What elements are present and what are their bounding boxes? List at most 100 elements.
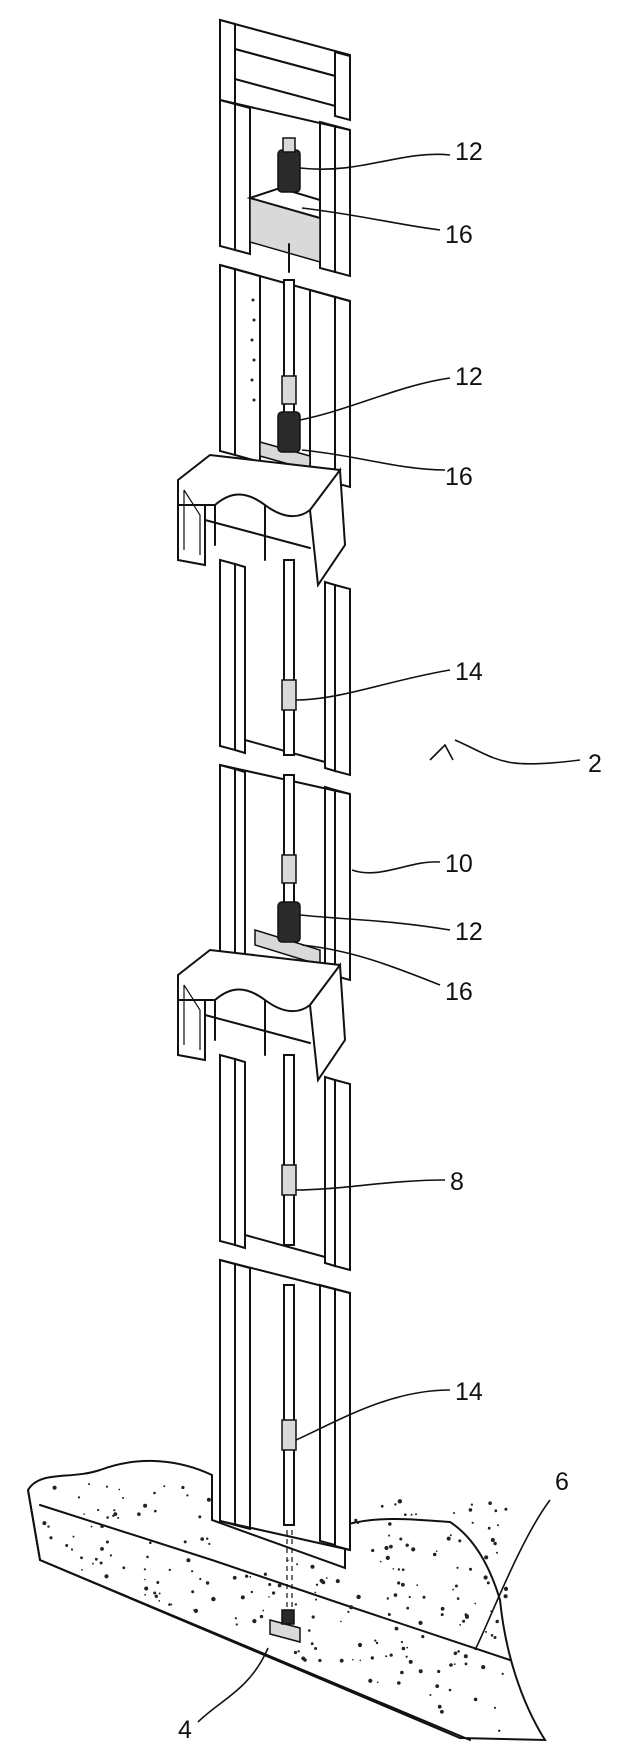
label-ground: 6 (555, 1468, 569, 1496)
concrete-speck (410, 1513, 413, 1516)
concrete-speck (404, 1513, 407, 1516)
concrete-speck (397, 1581, 401, 1585)
concrete-texture (42, 1483, 509, 1733)
concrete-speck (394, 1503, 397, 1506)
panel-module-1 (219, 98, 351, 278)
concrete-speck (435, 1684, 440, 1688)
concrete-speck (154, 1594, 158, 1599)
concrete-speck (153, 1591, 157, 1595)
concrete-speck (122, 1497, 125, 1499)
concrete-speck (49, 1536, 53, 1540)
label-panel: 10 (445, 850, 473, 878)
concrete-speck (483, 1575, 488, 1580)
concrete-speck (368, 1678, 373, 1683)
concrete-speck (80, 1556, 83, 1560)
concrete-speck (72, 1535, 75, 1538)
concrete-speck (429, 1632, 432, 1634)
label-plate-low: 16 (445, 978, 473, 1006)
concrete-speck (149, 1541, 152, 1545)
concrete-speck (97, 1508, 100, 1512)
panel-module-6 (219, 1258, 351, 1552)
concrete-speck (294, 1603, 298, 1606)
concrete-speck (143, 1568, 146, 1571)
concrete-speck (401, 1568, 405, 1571)
concrete-speck (387, 1613, 391, 1616)
concrete-speck (105, 1540, 109, 1544)
concrete-speck (249, 1576, 252, 1578)
concrete-speck (168, 1603, 171, 1606)
concrete-speck (325, 1577, 328, 1579)
concrete-speck (448, 1688, 452, 1692)
concrete-speck (401, 1582, 405, 1587)
concrete-speck (168, 1568, 171, 1572)
concrete-speck (105, 1485, 109, 1488)
concrete-speck (246, 1575, 249, 1578)
concrete-speck (471, 1521, 474, 1524)
concrete-speck (113, 1512, 118, 1516)
concrete-speck (122, 1566, 126, 1570)
concrete-speck (106, 1516, 109, 1519)
concrete-speck (113, 1509, 116, 1512)
concrete-speck (357, 1521, 360, 1525)
concrete-speck (375, 1641, 379, 1645)
concrete-speck (205, 1581, 210, 1585)
label-nut-low: 12 (455, 918, 483, 946)
concrete-speck (206, 1537, 209, 1540)
concrete-speck (406, 1646, 409, 1649)
concrete-speck (386, 1597, 389, 1600)
concrete-speck (240, 1595, 245, 1600)
concrete-speck (370, 1656, 374, 1660)
concrete-speck (259, 1614, 264, 1619)
concrete-speck (474, 1602, 477, 1605)
concrete-speck (462, 1619, 466, 1623)
concrete-speck (473, 1697, 478, 1702)
concrete-speck (104, 1574, 109, 1579)
label-coupler-upper: 14 (455, 658, 483, 686)
concrete-speck (468, 1508, 473, 1512)
concrete-speck (452, 1588, 454, 1591)
concrete-speck (488, 1501, 492, 1505)
concrete-speck (118, 1488, 121, 1491)
concrete-speck (99, 1561, 103, 1565)
anchor-assembly (269, 1530, 301, 1643)
concrete-speck (496, 1551, 498, 1554)
concrete-speck (234, 1617, 237, 1620)
concrete-speck (477, 1648, 479, 1651)
concrete-speck (397, 1681, 401, 1685)
concrete-speck (411, 1547, 416, 1552)
concrete-speck (490, 1610, 492, 1612)
concrete-speck (352, 1658, 354, 1661)
wall-column (177, 18, 351, 1643)
concrete-speck (81, 1569, 83, 1571)
concrete-speck (408, 1659, 413, 1664)
concrete-speck (308, 1629, 311, 1632)
concrete-speck (400, 1670, 404, 1675)
concrete-speck (92, 1562, 94, 1565)
concrete-speck (137, 1512, 141, 1516)
concrete-speck (493, 1541, 497, 1546)
concrete-speck (422, 1595, 426, 1599)
label-nut-mid: 12 (455, 363, 483, 391)
panel-module-2 (219, 263, 351, 489)
concrete-speck (371, 1548, 375, 1553)
concrete-speck (486, 1581, 490, 1585)
concrete-speck (456, 1566, 459, 1569)
concrete-speck (446, 1536, 451, 1541)
concrete-speck (359, 1659, 362, 1662)
concrete-speck (191, 1570, 194, 1573)
concrete-speck (487, 1526, 491, 1530)
concrete-speck (340, 1620, 342, 1623)
concrete-speck (314, 1647, 318, 1650)
concrete-speck (435, 1550, 438, 1552)
concrete-speck (497, 1524, 500, 1527)
concrete-speck (143, 1503, 148, 1508)
concrete-speck (310, 1564, 315, 1569)
concrete-speck (272, 1591, 276, 1595)
concrete-speck (315, 1598, 318, 1601)
concrete-speck (408, 1595, 411, 1599)
concrete-speck (296, 1563, 299, 1566)
concrete-speck (490, 1634, 494, 1637)
concrete-speck (339, 1658, 344, 1663)
concrete-speck (88, 1483, 91, 1486)
concrete-speck (350, 1606, 354, 1609)
